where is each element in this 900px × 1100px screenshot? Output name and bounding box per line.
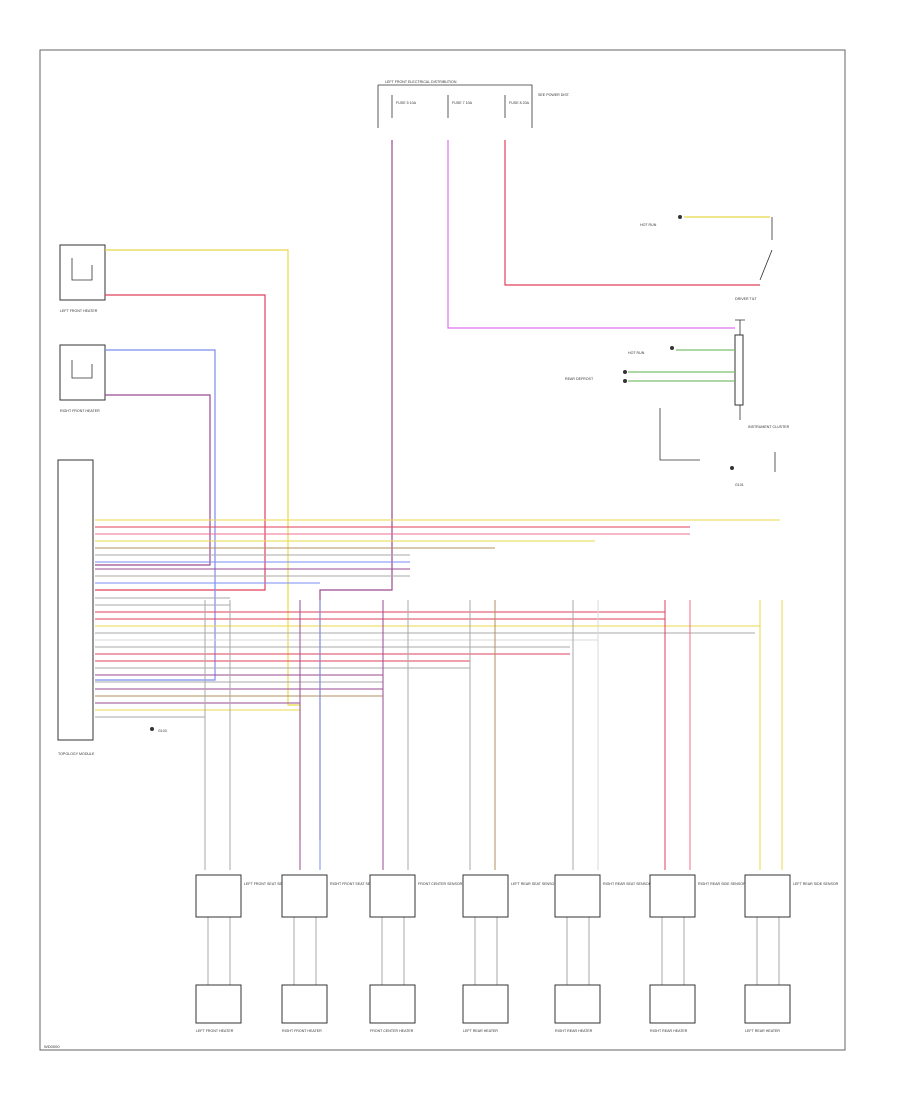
heater-2 xyxy=(281,984,328,1024)
heater-label-3: FRONT CENTER HEATER xyxy=(370,1029,414,1033)
wire-lf-heater-1 xyxy=(105,249,301,840)
heater-row: LEFT FRONT HEATER RIGHT FRONT HEATER FRONT… xyxy=(195,984,791,1033)
fuse-5: FUSE 5 10A xyxy=(391,95,417,118)
rear-defrost-label: REAR DEFROST xyxy=(565,377,594,381)
sensor-5 xyxy=(554,874,601,918)
wire-rf-heater-1 xyxy=(95,349,216,681)
fuse-box: LEFT FRONT ELECTRICAL DISTRIBUTION SEE P… xyxy=(377,80,570,128)
wire-fuse7 xyxy=(447,140,735,329)
sensor-label-6: RIGHT REAR SIDE SENSOR xyxy=(698,882,746,886)
heater-label-2: RIGHT FRONT HEATER xyxy=(282,1029,322,1033)
sensor-3 xyxy=(369,874,416,918)
fuse-8: FUSE 8 20A xyxy=(504,95,530,118)
left-front-heater-element: LEFT FRONT HEATER xyxy=(59,244,106,313)
sensor-label-4: LEFT REAR SEAT SENSOR xyxy=(511,882,557,886)
sensor-4 xyxy=(462,874,509,918)
wires xyxy=(95,140,783,985)
sensor-2 xyxy=(281,874,328,918)
svg-text:LEFT FRONT HEATER: LEFT FRONT HEATER xyxy=(60,309,98,313)
sensor-7 xyxy=(744,874,791,918)
sensor-label-1: LEFT FRONT SEAT SENSOR xyxy=(244,882,293,886)
wire-lf-heater-2 xyxy=(95,294,266,591)
heater-7 xyxy=(744,984,791,1024)
svg-text:RIGHT FRONT HEATER: RIGHT FRONT HEATER xyxy=(60,409,100,413)
main-module-ground: G103 xyxy=(158,729,167,733)
heater-1 xyxy=(195,984,242,1024)
heater-5 xyxy=(554,984,601,1024)
wire-fuse5 xyxy=(319,140,393,840)
sensor-label-2: RIGHT FRONT SEAT SENSOR xyxy=(330,882,381,886)
svg-text:HOT RUN: HOT RUN xyxy=(628,351,645,355)
diagram-frame xyxy=(39,49,846,1051)
heater-label-1: LEFT FRONT HEATER xyxy=(196,1029,234,1033)
footer-code: WD0000 xyxy=(44,1044,60,1049)
hot-run-switch: HOT RUN DRIVER TILT xyxy=(640,215,773,301)
svg-text:HOT RUN: HOT RUN xyxy=(640,223,657,227)
instrument-cluster: HOT RUN REAR DEFROST INSTRUMENT CLUSTER … xyxy=(565,319,790,487)
driver-tilt-label: DRIVER TILT xyxy=(735,297,757,301)
instrument-cluster-label: INSTRUMENT CLUSTER xyxy=(748,425,790,429)
svg-text:FUSE 8 20A: FUSE 8 20A xyxy=(509,101,530,105)
heater-label-5: RIGHT REAR HEATER xyxy=(555,1029,593,1033)
wire-fuse8 xyxy=(504,140,760,286)
right-front-heater-element: RIGHT FRONT HEATER xyxy=(59,344,106,413)
sensor-label-7: LEFT REAR SIDE SENSOR xyxy=(793,882,839,886)
main-module-label: TOPOLOGY MODULE xyxy=(58,752,95,756)
heater-3 xyxy=(369,984,416,1024)
heater-label-7: LEFT REAR HEATER xyxy=(745,1029,780,1033)
sensor-label-3: FRONT CENTER SENSOR xyxy=(418,882,463,886)
sensor-6 xyxy=(649,874,696,918)
wire-rf-heater-2 xyxy=(95,394,211,566)
sensor-label-5: RIGHT REAR SEAT SENSOR xyxy=(603,882,652,886)
fuse-7: FUSE 7 10A xyxy=(447,95,473,118)
g101-label: G101 xyxy=(735,483,744,487)
svg-text:FUSE 5 10A: FUSE 5 10A xyxy=(396,101,417,105)
heater-label-4: LEFT REAR HEATER xyxy=(463,1029,498,1033)
svg-text:FUSE 7 10A: FUSE 7 10A xyxy=(452,101,473,105)
sensor-1 xyxy=(195,874,242,918)
sensor-row: LEFT FRONT SEAT SENSOR RIGHT FRONT SEAT S… xyxy=(195,874,839,918)
fuse-box-side-label: SEE POWER DIST. xyxy=(538,93,570,97)
main-module: TOPOLOGY MODULE G103 xyxy=(57,459,167,756)
heater-4 xyxy=(462,984,509,1024)
fuse-box-title: LEFT FRONT ELECTRICAL DISTRIBUTION xyxy=(385,80,457,84)
heater-6 xyxy=(649,984,696,1024)
heater-label-6: RIGHT REAR HEATER xyxy=(650,1029,688,1033)
